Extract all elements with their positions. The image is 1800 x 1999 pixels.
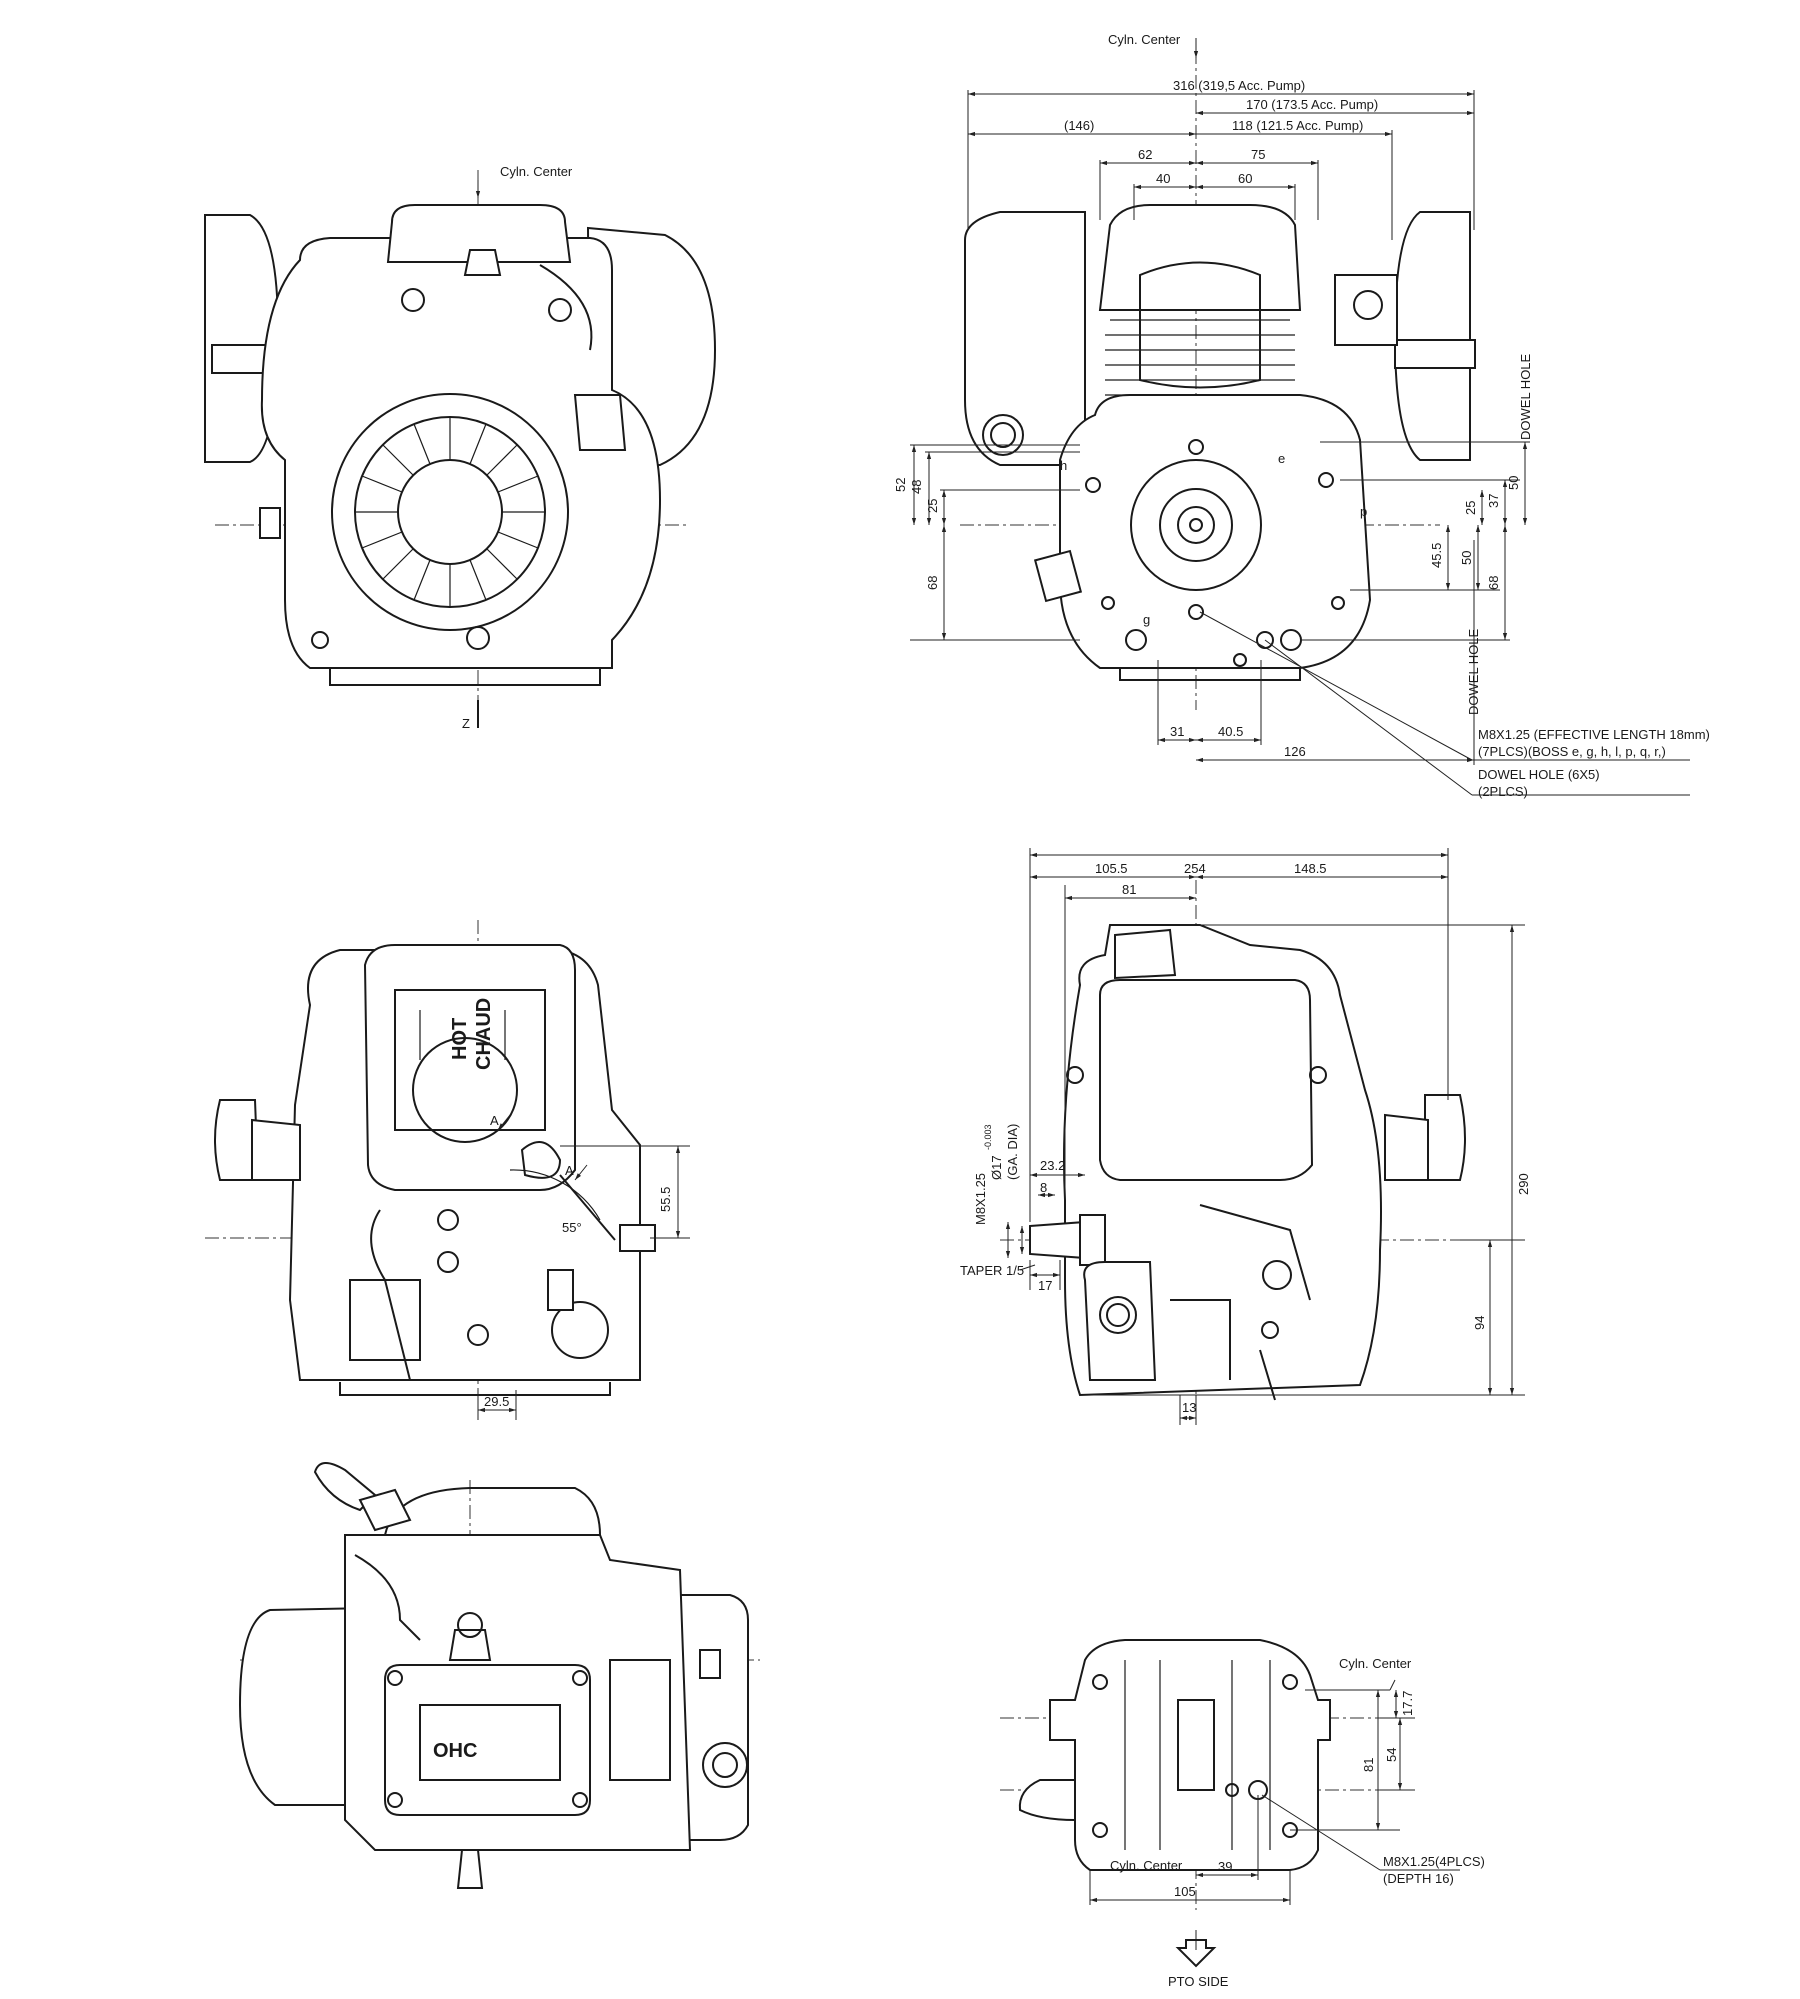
dim-54: 54 — [1384, 1748, 1399, 1762]
dim-31: 31 — [1170, 724, 1184, 739]
section-marker-a-2: A — [565, 1163, 574, 1178]
boss-e-label: e — [1278, 451, 1285, 466]
angle-55-label: 55° — [562, 1220, 582, 1235]
dim-105-5: 105.5 — [1095, 861, 1128, 876]
dim-170: 170 (173.5 Acc. Pump) — [1246, 97, 1378, 112]
boss-p-label: p — [1360, 504, 1367, 519]
boss-g-label: g — [1143, 612, 1150, 627]
dim-48: 48 — [909, 480, 924, 494]
front-z-marker: Z — [462, 716, 470, 731]
dim-39: 39 — [1218, 1859, 1232, 1874]
dim-17-7: 17.7 — [1400, 1691, 1415, 1716]
bottom-view — [1000, 1639, 1400, 1910]
section-marker-a-1: A — [490, 1113, 499, 1128]
dim-126: 126 — [1284, 744, 1306, 759]
dim-52: 52 — [893, 478, 908, 492]
right-side-view — [1000, 880, 1466, 1420]
dim-316: 316 (319,5 Acc. Pump) — [1173, 78, 1305, 93]
shaft-dia-label: Ø17 — [989, 1155, 1004, 1180]
note-dowel-line1: DOWEL HOLE (6X5) — [1478, 767, 1600, 782]
note-dowel-line2: (2PLCS) — [1478, 784, 1528, 799]
pto-cyl-center-label: Cyln. Center — [1108, 32, 1181, 47]
dim-68-left: 68 — [925, 576, 940, 590]
front-view — [204, 170, 717, 728]
dim-94: 94 — [1472, 1316, 1487, 1330]
shaft-tolerance-label: -0.003 — [983, 1124, 993, 1150]
dim-55-5: 55.5 — [658, 1187, 673, 1212]
dim-37: 37 — [1486, 494, 1501, 508]
left-side-view — [205, 920, 656, 1420]
front-cyl-center-label: Cyln. Center — [500, 164, 573, 179]
dim-81-bottom: 81 — [1361, 1758, 1376, 1772]
dim-23-2: 23.2 — [1040, 1158, 1065, 1173]
bottom-cyl-center-bottom: Cyln. Center — [1110, 1858, 1183, 1873]
chaud-label: CHAUD — [473, 998, 495, 1070]
shaft-ga-dia-label: (GA. DIA) — [1005, 1124, 1020, 1180]
pto-side-label: PTO SIDE — [1168, 1974, 1229, 1989]
dim-25-right: 25 — [1463, 501, 1478, 515]
dim-62: 62 — [1138, 147, 1152, 162]
top-view — [238, 1462, 760, 1889]
pto-side-view — [960, 50, 1476, 710]
dim-118: 118 (121.5 Acc. Pump) — [1232, 118, 1363, 133]
bottom-note-line2: (DEPTH 16) — [1383, 1871, 1454, 1886]
right-side-dimensions — [1005, 848, 1525, 1425]
ohc-label: OHC — [433, 1740, 477, 1762]
dim-50-bottom: 50 — [1459, 551, 1474, 565]
left-side-dimensions — [477, 1114, 690, 1420]
note-m8-line1: M8X1.25 (EFFECTIVE LENGTH 18mm) — [1478, 727, 1710, 742]
shaft-thread-label: M8X1.25 — [973, 1173, 988, 1225]
bottom-view-dimensions — [1089, 1679, 1460, 1968]
dim-40: 40 — [1156, 171, 1170, 186]
dim-81: 81 — [1122, 882, 1136, 897]
note-m8-line2: (7PLCS)(BOSS e, g, h, l, p, q, r,) — [1478, 744, 1666, 759]
dim-146: (146) — [1064, 118, 1094, 133]
boss-h-label: h — [1060, 458, 1067, 473]
dim-148-5: 148.5 — [1294, 861, 1327, 876]
dowel-hole-bottom-label: DOWEL HOLE — [1466, 628, 1481, 715]
dim-45-5: 45.5 — [1429, 543, 1444, 568]
dim-29-5: 29.5 — [484, 1394, 509, 1409]
dim-254: 254 — [1184, 861, 1206, 876]
dim-105: 105 — [1174, 1884, 1196, 1899]
dim-60: 60 — [1238, 171, 1252, 186]
dim-290: 290 — [1516, 1173, 1531, 1195]
taper-label: TAPER 1/5 — [960, 1263, 1024, 1278]
dim-17: 17 — [1038, 1278, 1052, 1293]
hot-label: HOT — [449, 1018, 471, 1060]
dowel-hole-top-label: DOWEL HOLE — [1518, 353, 1533, 440]
dim-68-right: 68 — [1486, 576, 1501, 590]
dim-13: 13 — [1182, 1400, 1196, 1415]
bottom-cyl-center-top: Cyln. Center — [1339, 1656, 1412, 1671]
pto-side-dimensions — [910, 38, 1690, 796]
dim-40-5: 40.5 — [1218, 724, 1243, 739]
dim-25-left: 25 — [925, 499, 940, 513]
dim-8: 8 — [1040, 1180, 1047, 1195]
bottom-note-line1: M8X1.25(4PLCS) — [1383, 1854, 1485, 1869]
dim-75: 75 — [1251, 147, 1265, 162]
dim-50-right: 50 — [1506, 476, 1521, 490]
